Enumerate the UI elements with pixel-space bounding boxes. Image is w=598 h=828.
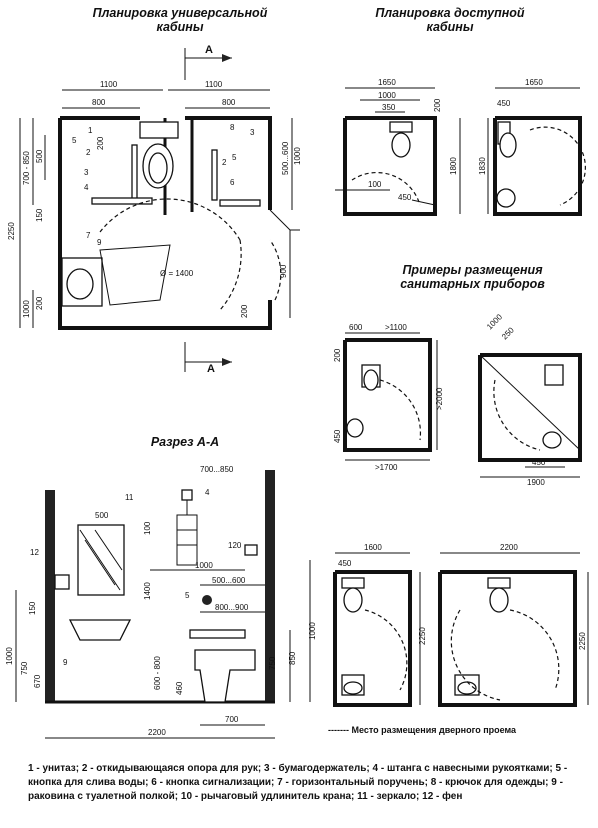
dim-120: 120: [228, 541, 242, 550]
dim-1000-left: 1000: [22, 300, 31, 318]
dim-700-850: 700...850: [200, 465, 234, 474]
callout-3-right: 3: [250, 128, 255, 137]
bottom-plan-a: 1600 450 2250: [333, 543, 427, 707]
section-marker-bottom: А: [207, 363, 215, 375]
callout-2-right: 2: [222, 158, 227, 167]
dim-1800-a: 1800: [449, 157, 458, 175]
callout-11: 11: [125, 493, 134, 502]
dim-1100-right: 1100: [205, 80, 223, 89]
dim-1100-left: 1100: [100, 80, 118, 89]
dim-2250-b2: 2250: [578, 632, 587, 650]
dim-450-a: 450: [398, 193, 412, 202]
accessible-plan-b: 1650 450 1830: [478, 78, 586, 216]
callout-3: 3: [84, 168, 89, 177]
dim-250-f: 250: [500, 325, 516, 341]
dim-2000-e: >2000: [435, 387, 444, 410]
dim-450-e: 450: [333, 429, 342, 443]
dim-500-s: 500: [95, 511, 109, 520]
dim-1900-f: 1900: [527, 478, 545, 487]
dim-1650-a: 1650: [378, 78, 396, 87]
dim-150-s: 150: [28, 601, 37, 615]
dim-diameter-1400: Ø = 1400: [160, 269, 194, 278]
legend: 1 - унитаз; 2 - откидывающаяся опора для…: [28, 763, 568, 802]
dim-450-f: 450: [532, 458, 546, 467]
bottom-plan-b: 2200 2250: [438, 543, 589, 707]
dim-450-b1: 450: [338, 559, 352, 568]
dim-1000-f: 1000: [485, 312, 504, 331]
dim-460: 460: [175, 681, 184, 695]
callout-4: 4: [84, 183, 89, 192]
dim-350-a: 350: [382, 103, 396, 112]
example-plan-b: 1000 250 450 1900: [478, 312, 582, 487]
dim-500: 500: [35, 149, 44, 163]
dim-750-s: 750: [20, 661, 29, 675]
dim-1000b-s: 1000: [5, 647, 14, 665]
dim-700-s: 700: [225, 715, 239, 724]
dim-200-left: 200: [35, 296, 44, 310]
accessible-title: Планировка доступной кабины: [375, 6, 525, 34]
dim-2250: 2250: [7, 222, 16, 240]
dim-500-600: 500...600: [281, 141, 290, 175]
dim-1000-s: 1000: [195, 561, 213, 570]
dim-1000-a: 1000: [378, 91, 396, 100]
section-a-a: 11 500 12 9 4 700...850 120 5 1000 500..…: [5, 465, 317, 739]
dim-1600: 1600: [364, 543, 382, 552]
callout-4: 4: [205, 488, 210, 497]
callout-12: 12: [30, 548, 39, 557]
dim-2250-b1: 2250: [418, 627, 427, 645]
dim-2200: 2200: [500, 543, 518, 552]
dim-670-s: 670: [33, 674, 42, 688]
dim-800-left: 800: [92, 98, 106, 107]
dim-200-e: 200: [333, 348, 342, 362]
dim-1700-e: >1700: [375, 463, 398, 472]
dim-1650-b: 1650: [525, 78, 543, 87]
callout-1: 1: [88, 126, 93, 135]
dim-2200-s: 2200: [148, 728, 166, 737]
callout-8: 8: [230, 123, 235, 132]
dim-200-a: 200: [433, 98, 442, 112]
dim-750b-s: 750: [268, 656, 277, 670]
door-note: ------- Место размещения дверного проема: [328, 725, 517, 735]
dim-800-right: 800: [222, 98, 236, 107]
section-title: Разрез А-А: [150, 435, 220, 449]
dim-200-right: 200: [240, 304, 249, 318]
dim-800-900: 800...900: [215, 603, 249, 612]
accessible-plan-a: 1650 1000 350 200 1800 100 450: [335, 78, 461, 216]
callout-9: 9: [97, 238, 102, 247]
dim-1400: 1400: [143, 582, 152, 600]
dim-100-a: 100: [368, 180, 382, 189]
universal-plan: А А 1100 1100 800 800: [7, 44, 302, 375]
dim-900: 900: [279, 264, 288, 278]
examples-title: Примеры размещения санитарных приборов: [400, 263, 545, 291]
dim-500-600-s: 500...600: [212, 576, 246, 585]
dim-600-e: 600: [349, 323, 363, 332]
callout-6: 6: [230, 178, 235, 187]
dim-850-s: 850: [288, 651, 297, 665]
callout-2: 2: [86, 148, 91, 157]
dim-1100-e: >1100: [385, 323, 407, 332]
callout-7: 7: [86, 231, 91, 240]
callout-200: 200: [96, 136, 105, 150]
dim-150: 150: [35, 208, 44, 222]
dim-600-800: 600 - 800: [153, 656, 162, 690]
dim-700-850: 700 - 850: [22, 151, 31, 185]
callout-9: 9: [63, 658, 68, 667]
dim-450-b: 450: [497, 99, 511, 108]
callout-5: 5: [185, 591, 190, 600]
callout-5-right: 5: [232, 153, 237, 162]
example-plan-a: 600 >1100 200 >2000 450 >1700: [333, 323, 444, 472]
section-marker-top: А: [205, 44, 213, 56]
dim-1830-b: 1830: [478, 157, 487, 175]
dim-100-s: 100: [143, 521, 152, 535]
universal-title: Планировка универсальной кабины: [92, 6, 268, 34]
callout-5: 5: [72, 136, 77, 145]
dim-1000c-s: 1000: [308, 622, 317, 640]
dim-1000-right: 1000: [293, 147, 302, 165]
